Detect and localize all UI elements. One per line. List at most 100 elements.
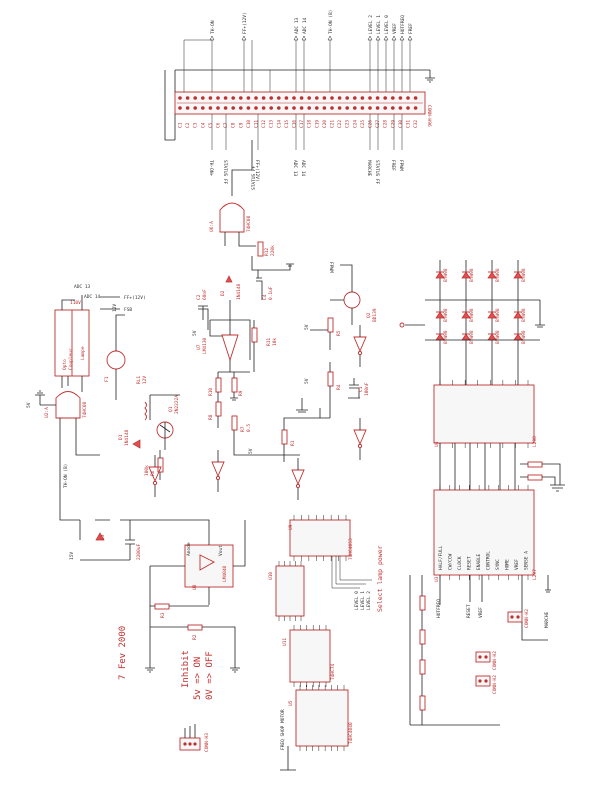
- connector-pin-a: [337, 96, 342, 100]
- connector-pin-a: [178, 96, 182, 100]
- top-net-arrow: [367, 35, 373, 41]
- th-on-wire: [59, 470, 80, 521]
- connector-left-bus: [164, 69, 430, 141]
- r1-body: [281, 429, 288, 445]
- gate-u2a-wires: [40, 376, 100, 470]
- u11-ref: U11: [282, 638, 288, 646]
- connector-pin-label: C20: [322, 120, 328, 128]
- connector-pin-a: [208, 96, 213, 100]
- connector-pin-a: [315, 96, 319, 100]
- d3-diode: [95, 532, 105, 541]
- connector-pin-b: [284, 106, 289, 110]
- j3-part: CONN-H2: [492, 651, 498, 670]
- connector-pin-a: [223, 96, 228, 100]
- d2-ref: D2: [220, 290, 226, 296]
- u5-body: [295, 689, 349, 747]
- r6-ref: R6: [150, 470, 156, 476]
- connector-pin-a: [330, 96, 334, 100]
- connector-pin-label: C29: [390, 120, 396, 128]
- u5-bottom-wire: [280, 746, 296, 771]
- top-net-label: ADC 13: [294, 17, 300, 34]
- connector-pin-a: [231, 96, 235, 100]
- connector-pin-b: [383, 106, 388, 110]
- connector-pin-b: [391, 106, 395, 110]
- u11-part: 74HC74: [330, 663, 336, 680]
- u3-u4-links: [439, 443, 516, 490]
- note-inhibit-on: 5v => ON: [193, 657, 203, 700]
- r4-ref: R4: [336, 384, 342, 390]
- connector-pin-label: C28: [383, 120, 389, 128]
- connector-pin-label: C10: [246, 120, 252, 128]
- j1-pin2: [188, 742, 192, 746]
- ic-u11: U11 74HC74: [282, 625, 336, 687]
- c2-ref: C2: [196, 294, 202, 300]
- r12-c4-group: R12 220k C4 0.1uF D2 1N4148: [220, 241, 294, 300]
- connector-pin-b: [261, 106, 266, 110]
- r-sense-a: [527, 461, 543, 468]
- gate-u6a-body: [219, 202, 245, 233]
- resistor-chain: R10 R9 R8: [208, 371, 250, 428]
- opto-line1: Opto: [62, 359, 68, 370]
- connector-pin-b: [353, 106, 357, 110]
- u3-pin-label: HALF/FULL: [438, 545, 444, 570]
- net-status-ff: STATUS FF: [251, 165, 257, 190]
- u7-triangle: [221, 334, 239, 362]
- opto-net-adc14: ADC 14: [84, 294, 101, 300]
- j1-wires: [184, 724, 196, 738]
- top-net-label: FF+(12V): [242, 12, 248, 34]
- r7-val: 0.5: [246, 424, 252, 432]
- net-th-on: TH-ON (B): [63, 464, 69, 488]
- j1-pin3: [193, 742, 197, 746]
- connector-pin-label: C17: [299, 120, 305, 128]
- connector-pin-label: C23: [345, 120, 351, 128]
- u3-pin-label: CONTROL: [486, 551, 492, 570]
- top-net-arrow: [241, 35, 247, 41]
- u4-ref: U4: [434, 441, 440, 447]
- r7-ref: R7: [240, 426, 246, 432]
- j4-body: [475, 675, 491, 687]
- top-net-arrow: [301, 35, 307, 41]
- connector-pin-label: C30: [398, 120, 404, 128]
- r-b2: [419, 629, 426, 645]
- u9-part: 74HC4053: [348, 538, 354, 560]
- connector-pin-b: [368, 106, 372, 110]
- connector-pin-label: C22: [337, 120, 343, 128]
- u8-symbol: [199, 554, 215, 571]
- ic-u9: U9 74HC4053: [288, 515, 354, 561]
- opamp-u7: U7 LM4130 C2 68nF R11 10k 5V: [192, 289, 278, 372]
- r1-r7-gnd: [296, 398, 308, 413]
- gate-u6a-wires: [224, 140, 256, 247]
- r10-ref: R10: [208, 388, 214, 396]
- u4-body: [433, 384, 535, 444]
- connector-pin-b: [322, 106, 327, 110]
- connector-pin-a: [292, 96, 296, 100]
- connector-pin-label: C31: [406, 120, 412, 128]
- top-net-label: ADC 14: [302, 17, 308, 34]
- buffer-gates: [148, 325, 367, 500]
- j3-pin1: [478, 655, 482, 659]
- u6a-ref: U6:A: [209, 221, 215, 232]
- diode-symbol: [487, 333, 497, 341]
- top-net-label: TH-ON: [210, 20, 216, 34]
- connector-pin-label: C12: [261, 120, 267, 128]
- j3-body: [475, 651, 491, 663]
- j2-part: CONN-H2: [524, 609, 530, 628]
- connector-pin-a: [307, 96, 312, 100]
- u11-body: [289, 629, 331, 683]
- diode-symbol: [461, 271, 471, 279]
- gnd-left-1: [145, 660, 155, 673]
- connector-pin-a: [261, 96, 266, 100]
- diode-symbol: [513, 333, 523, 341]
- diode-symbol: [487, 271, 497, 279]
- net-level2: LEVEL 2: [366, 591, 372, 610]
- u3-pin-label: RESET: [467, 556, 473, 570]
- sense-wires: [520, 463, 565, 492]
- u3-pin-label: SYNC: [495, 559, 501, 570]
- diode-gnd: [535, 300, 545, 328]
- top-net-arrow: [383, 35, 389, 41]
- opto-coupler: Opto Coupleur Lampe 110V ADC 13 ADC 14: [54, 284, 101, 392]
- connector-pin-a: [193, 96, 197, 100]
